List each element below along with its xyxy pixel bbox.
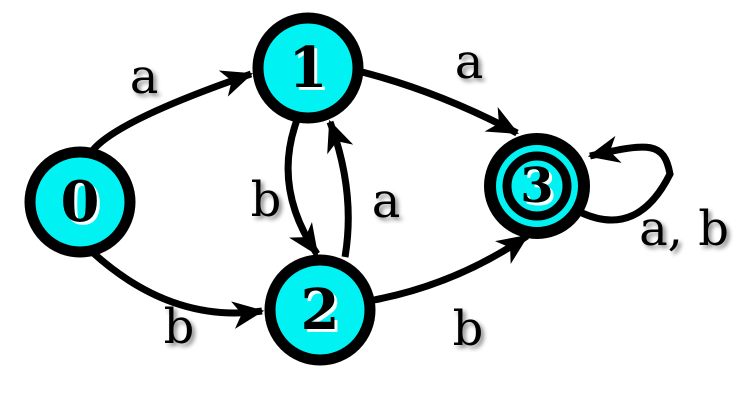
edge-label-1-2: b xyxy=(251,172,282,228)
state-3-inner-circle xyxy=(502,151,572,221)
state-3-label: 3 xyxy=(520,158,553,214)
edge-label-1-3: a xyxy=(455,34,484,90)
edge-1-to-2 xyxy=(284,118,320,256)
edge-label-0-2: b xyxy=(164,299,195,355)
state-0-circle xyxy=(24,146,136,258)
edge-label-2-3: b xyxy=(453,301,484,357)
edge-2-to-3 xyxy=(373,233,529,304)
transition-edges xyxy=(87,68,674,329)
state-0: 0 xyxy=(24,146,136,258)
transition-labels: a b b a a b a, b xyxy=(130,34,729,357)
edge-2-to-1 xyxy=(326,119,354,258)
edge-0-to-1 xyxy=(90,70,254,153)
state-2: 2 xyxy=(264,254,376,366)
edge-label-2-1: a xyxy=(372,173,401,229)
edge-1-to-3 xyxy=(361,68,519,137)
edge-0-to-2 xyxy=(87,247,265,329)
state-2-label: 2 xyxy=(301,277,340,343)
state-2-circle xyxy=(264,254,376,366)
edge-3-self-loop xyxy=(580,135,674,224)
state-3-accepting: 3 xyxy=(484,133,590,239)
state-1: 1 xyxy=(252,12,364,124)
state-1-label: 1 xyxy=(289,35,328,101)
edge-label-0-1: a xyxy=(130,49,159,105)
states: 0 1 2 3 xyxy=(24,12,590,366)
state-0-label: 0 xyxy=(61,169,100,235)
state-1-circle xyxy=(252,12,364,124)
edge-label-3-self: a, b xyxy=(639,201,729,257)
